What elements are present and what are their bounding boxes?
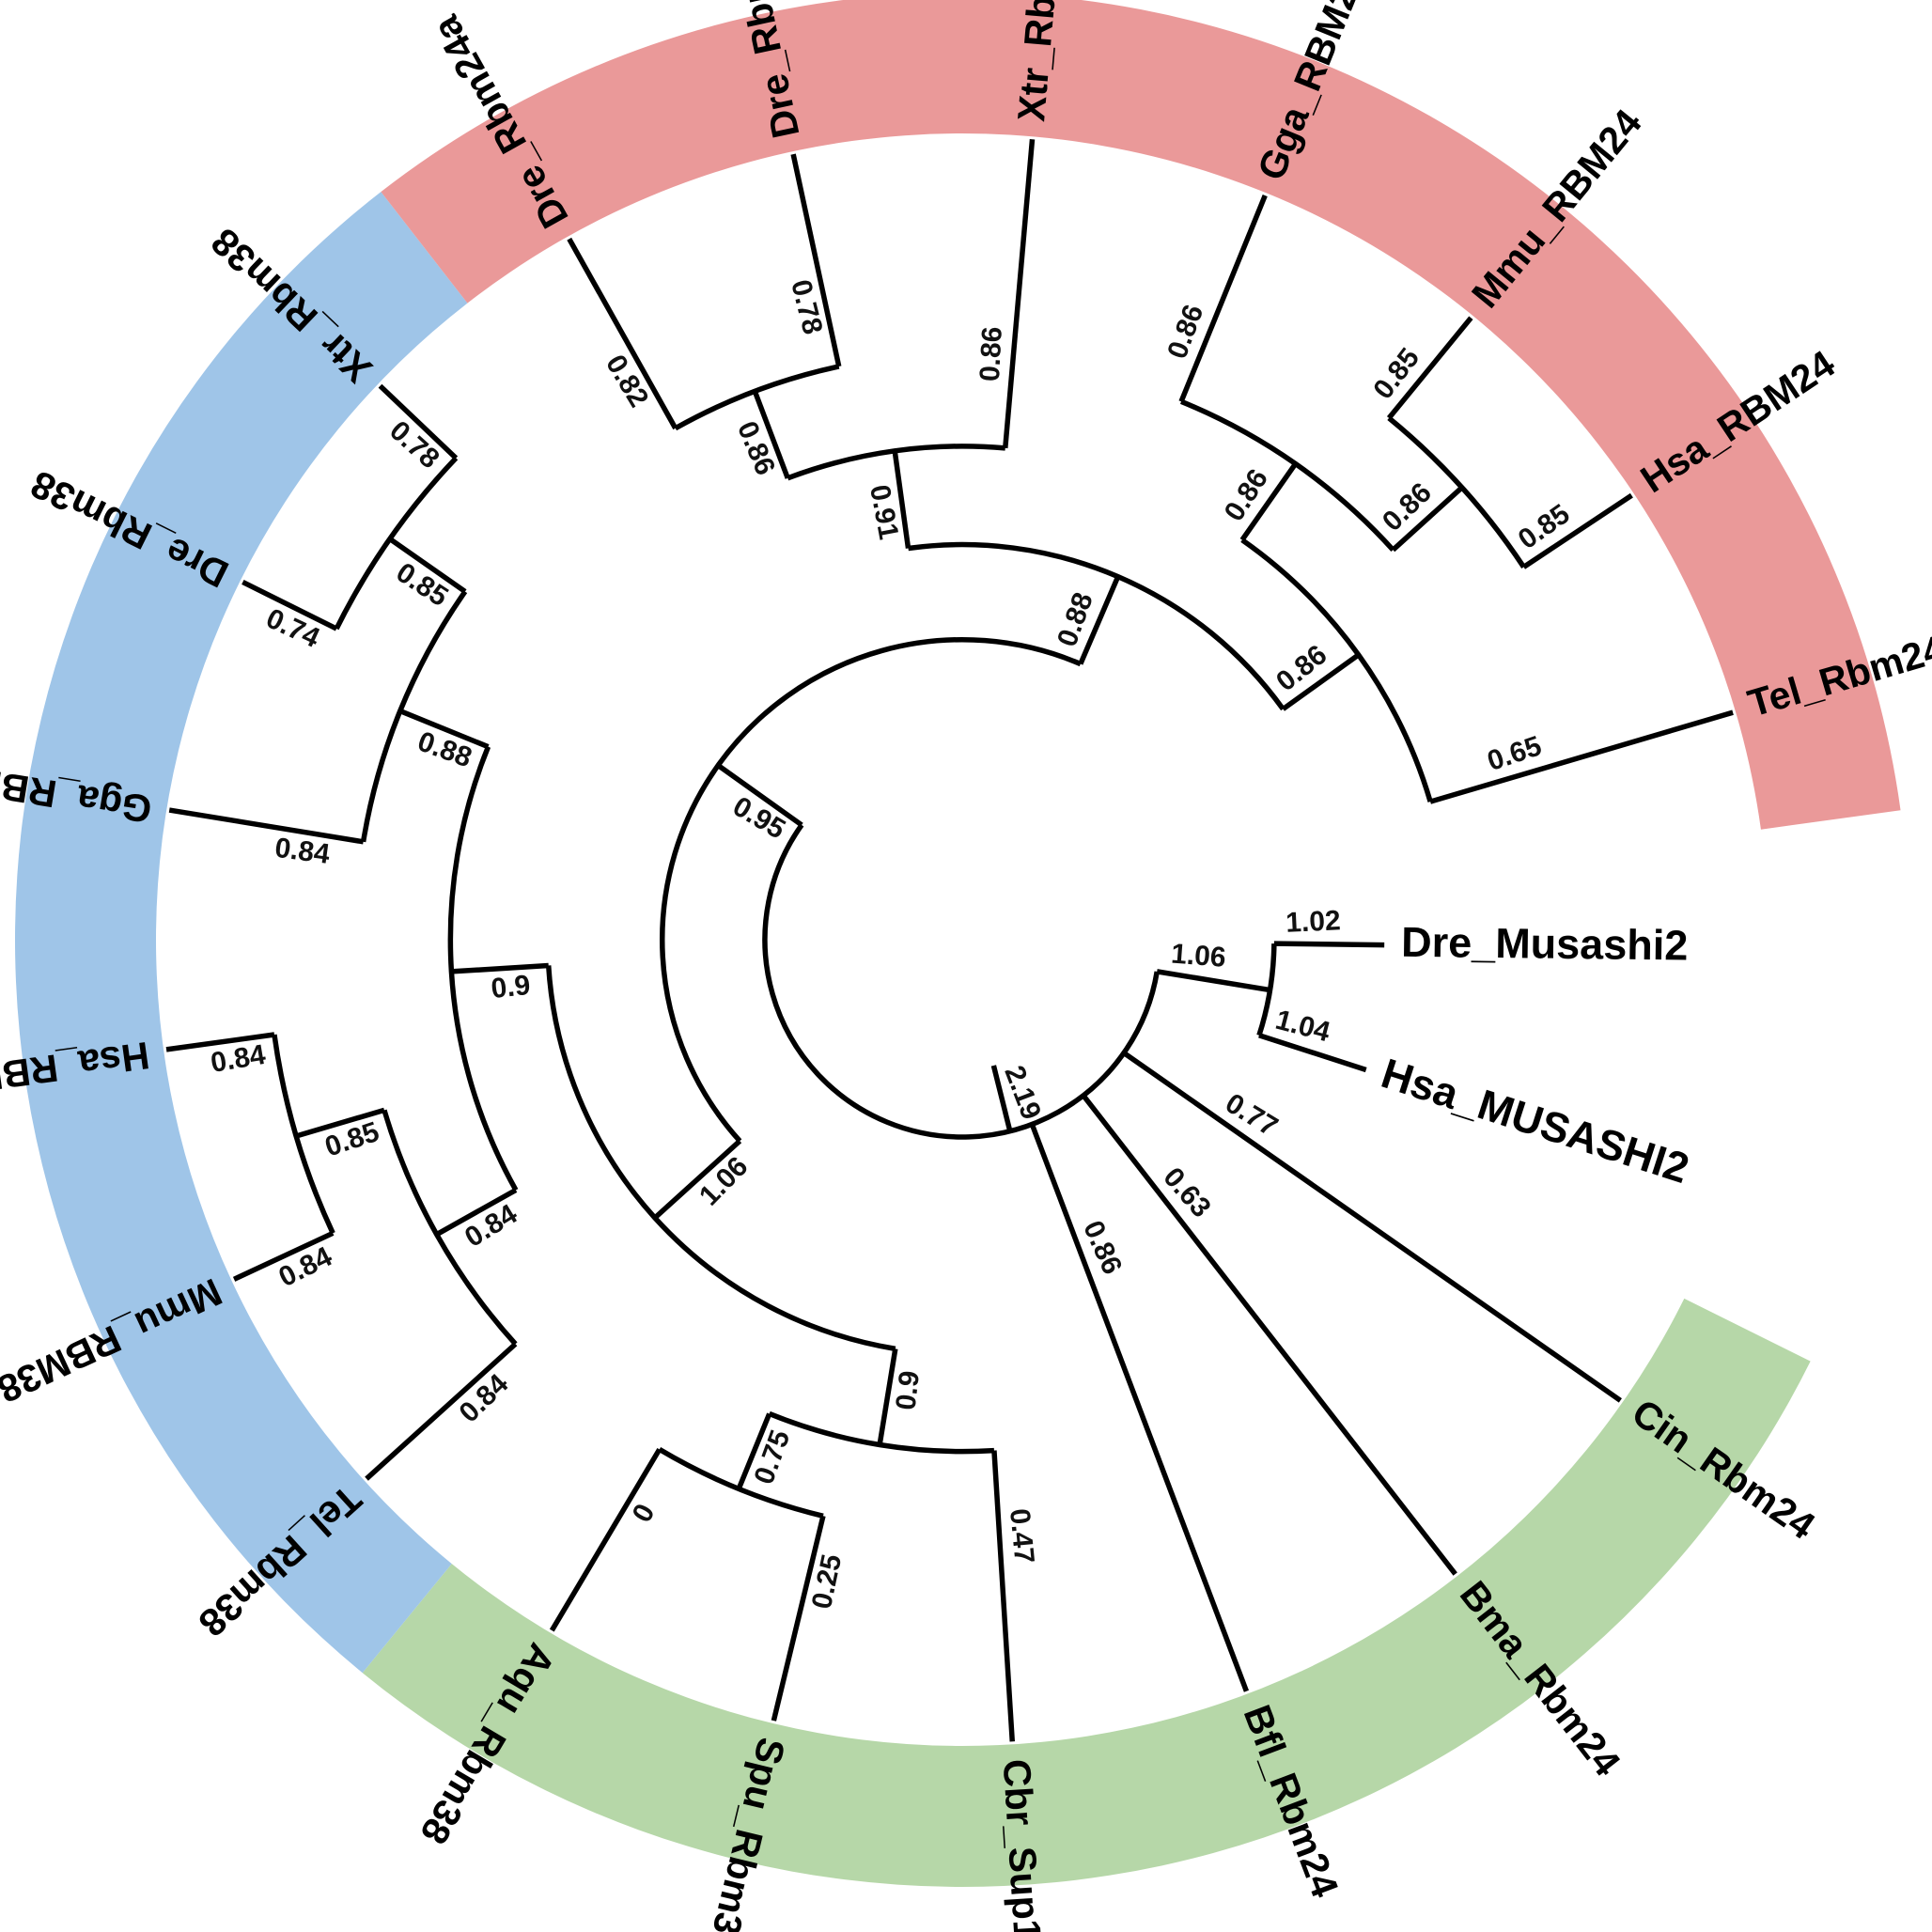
branch-Mmu_RBM38 <box>232 1230 335 1282</box>
branch-musashi-outgroup <box>1156 969 1270 993</box>
branch-value-Cbr_Sup12: 0.47 <box>1004 1507 1039 1565</box>
node-arc-rbm38-vertebrate-clade <box>447 745 519 1192</box>
branch-cbr-spu-aqu-group <box>877 1348 898 1445</box>
branch-rbm38-vertebrate-clade <box>451 962 549 974</box>
node-arc-dre24-duplicate-pair <box>674 364 840 431</box>
node-arc-root <box>762 823 1160 1140</box>
clade-ring-invertebrate <box>362 1298 1811 1887</box>
node-arc-tel-mmu-hsa-38-group <box>382 1109 518 1347</box>
branch-value-dre-xtr-38-pair: 0.85 <box>391 557 454 614</box>
branch-value-Gga_RBM38: 0.84 <box>273 833 333 870</box>
branch-value-Xtr_Rbm24: 0.86 <box>974 326 1008 382</box>
branch-value-cbr-spu-aqu-group: 0.9 <box>890 1369 926 1411</box>
branch-Hsa_RBM24 <box>1522 492 1633 569</box>
branch-Hsa_MUSASHI2 <box>1258 1033 1367 1073</box>
branch-Cbr_Sup12 <box>991 1450 1016 1742</box>
branch-value-Dre_Rbm38: 0.74 <box>261 603 324 655</box>
branch-mmu-hsa-38-pair <box>295 1107 385 1139</box>
node-arc-vertebrate-superclade <box>660 637 1082 1144</box>
branch-gga-mmu-hsa-24-group <box>1239 461 1298 542</box>
branch-value-Mmu_RBM24: 0.85 <box>1367 343 1426 405</box>
clade-ring-rbm24 <box>381 0 1901 830</box>
branch-mmu-hsa-24-pair <box>1391 485 1464 553</box>
branch-spu-aqu-pair <box>736 1412 772 1490</box>
branch-value-Tel_Rbm38: 0.84 <box>453 1368 514 1428</box>
clade-ring-rbm38 <box>14 192 468 1674</box>
branch-value-dre24-duplicate-pair: 0.86 <box>731 417 781 480</box>
clade-ring-sectors <box>14 0 1901 1887</box>
node-arc-gga-dre-xtr-38-group <box>360 589 468 843</box>
branch-value-Dre_Musashi2: 1.02 <box>1285 905 1341 939</box>
branch-gga-dre-xtr-38-group <box>398 709 490 750</box>
root-stub-branch <box>990 1065 1013 1132</box>
branch-value-rbm38-side-group: 1.06 <box>693 1151 754 1212</box>
branch-value-Bma_Rbm24: 0.63 <box>1157 1161 1216 1223</box>
branch-Hsa_RBM38 <box>165 1032 275 1052</box>
node-arc-cbr-spu-aqu-group <box>768 1410 995 1455</box>
branch-dre24-duplicate-pair <box>752 390 790 479</box>
tree-branches <box>165 139 1734 1742</box>
node-arc-gga-mmu-hsa-tel-24-group <box>1240 538 1433 802</box>
branch-value-mmu-hsa-24-pair: 0.86 <box>1377 477 1438 538</box>
branch-vertebrate-superclade <box>716 763 803 828</box>
leaf-label-Hsa_MUSASHI2: Hsa_MUSASHI2 <box>1376 1049 1694 1192</box>
branch-dre-xtr-24-group <box>892 450 911 549</box>
node-arc-gga-mmu-hsa-24-group <box>1179 398 1395 553</box>
branch-gga-mmu-hsa-tel-24-group <box>1281 652 1361 711</box>
branch-value-gga-mmu-hsa-24-group: 0.86 <box>1219 464 1274 527</box>
branch-rbm38-side-group <box>653 1139 742 1221</box>
branch-dre-xtr-38-pair <box>388 537 467 594</box>
branch-rbm24-vertebrate-clade <box>1078 575 1121 665</box>
branch-Xtr_Rbm24 <box>1003 139 1036 449</box>
leaf-label-Dre_Musashi2: Dre_Musashi2 <box>1401 918 1689 970</box>
branch-value-gga-mmu-hsa-tel-24-group: 0.86 <box>1270 639 1332 697</box>
node-arc-rbm24-vertebrate-clade <box>908 541 1285 711</box>
branch-Xtr_Rbm38 <box>378 383 459 460</box>
branch-value-rbm38-vertebrate-clade: 0.9 <box>490 970 532 1005</box>
node-arc-spu-aqu-pair <box>658 1447 824 1519</box>
branch-Dre_Musashi2 <box>1273 941 1385 948</box>
node-arc-dre-xtr-38-pair <box>334 456 459 631</box>
node-arc-dre-xtr-24-group <box>787 444 1005 481</box>
branch-value-mmu-hsa-38-pair: 0.85 <box>321 1116 383 1163</box>
branch-Tel_Rbm24 <box>1429 709 1734 804</box>
branch-Dre_Rbm38 <box>242 579 338 631</box>
branch-Gga_RBM38 <box>168 807 365 845</box>
branch-Dre_Rbm24a <box>567 237 678 430</box>
branch-value-Aqu_Rbm38: 0 <box>627 1499 662 1528</box>
branch-value-Mmu_RBM38: 0.84 <box>274 1240 337 1293</box>
branch-Spu_Rbm38 <box>771 1515 826 1722</box>
branch-Aqu_Rbm38 <box>549 1447 662 1632</box>
branch-value-Xtr_Rbm38: 0.78 <box>383 415 444 475</box>
branch-Mmu_RBM24 <box>1386 316 1473 420</box>
branch-Cin_Rbm24 <box>1122 1051 1622 1403</box>
branch-value-musashi-outgroup: 1.06 <box>1170 939 1227 974</box>
branch-Gga_RBM24 <box>1178 195 1268 403</box>
branch-value-vertebrate-superclade: 0.95 <box>727 791 790 846</box>
branch-Bfl_Rbm24 <box>1029 1123 1249 1692</box>
branch-value-Hsa_RBM24: 0.85 <box>1513 498 1576 555</box>
branch-value-Cin_Rbm24: 0.77 <box>1220 1087 1283 1143</box>
node-arc-mmu-hsa-24-pair <box>1387 415 1526 569</box>
branch-Bma_Rbm24 <box>1081 1094 1457 1576</box>
branch-value-spu-aqu-pair: 0.75 <box>748 1426 796 1488</box>
branch-Dre_Rbm24b <box>790 153 842 367</box>
branch-value-gga-dre-xtr-38-group: 0.88 <box>413 725 475 773</box>
node-arc-rbm38-side-group <box>545 965 896 1352</box>
branch-Tel_Rbm38 <box>365 1342 518 1481</box>
branch-tel-mmu-hsa-38-group <box>435 1188 518 1238</box>
node-arc-mmu-hsa-38-pair <box>272 1034 335 1235</box>
node-arc-musashi-outgroup <box>1256 943 1277 1036</box>
